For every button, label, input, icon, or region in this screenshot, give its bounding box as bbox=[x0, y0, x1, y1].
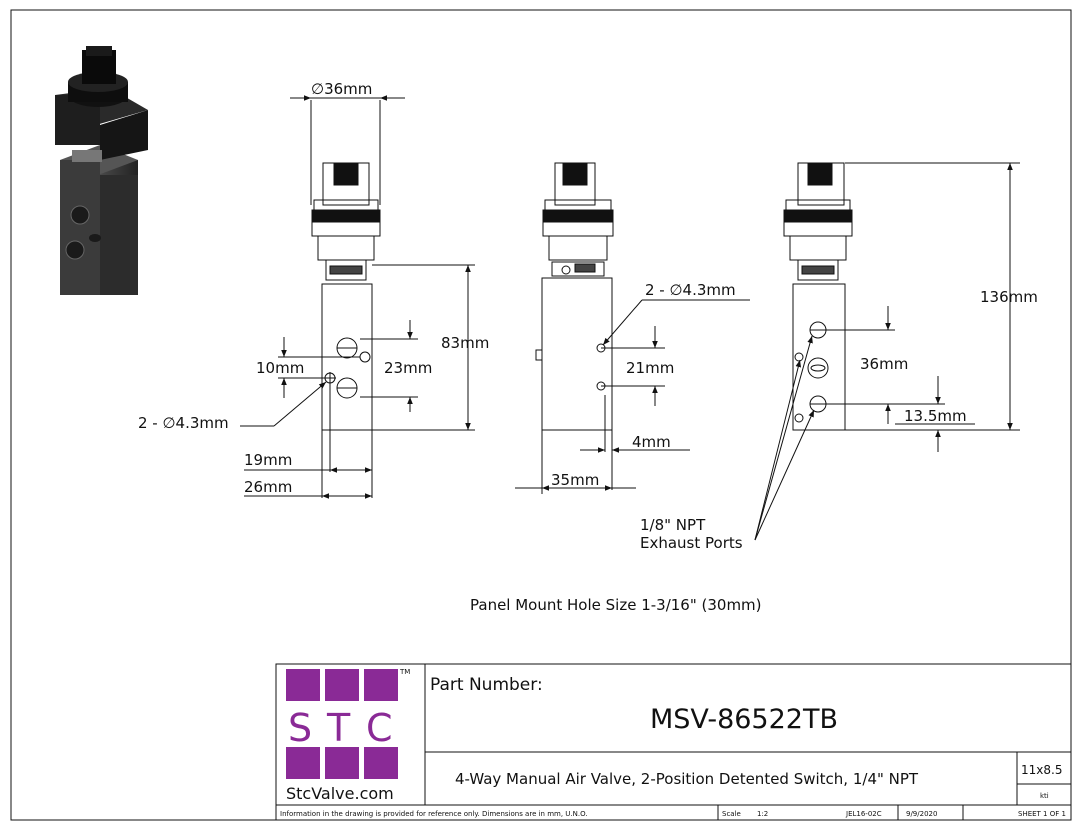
label-front-hole-spacing: 23mm bbox=[384, 359, 432, 377]
drawn-by: kti bbox=[1040, 792, 1049, 800]
front-view-dimensions bbox=[240, 95, 475, 499]
logo-letter-t: T bbox=[326, 706, 351, 750]
part-description: 4-Way Manual Air Valve, 2-Position Deten… bbox=[455, 770, 919, 788]
stc-logo: S T C TM StcValve.com bbox=[286, 668, 410, 803]
label-front-offset: 10mm bbox=[256, 359, 304, 377]
part-number: MSV-86522TB bbox=[650, 704, 838, 735]
right-view-dimensions bbox=[754, 162, 1020, 541]
right-view-labels: 136mm 36mm 13.5mm 1/8" NPT Exhaust Ports bbox=[640, 288, 1038, 552]
side-view-dimensions bbox=[515, 299, 750, 494]
scale-label: Scale bbox=[722, 810, 741, 818]
sheet-size: 11x8.5 bbox=[1021, 763, 1062, 777]
label-side-holes: 2 - ∅4.3mm bbox=[645, 281, 736, 299]
label-side-width: 35mm bbox=[551, 471, 599, 489]
panel-mount-note: Panel Mount Hole Size 1-3/16" (30mm) bbox=[470, 596, 762, 614]
website-label: StcValve.com bbox=[286, 784, 394, 803]
label-exhaust-line1: 1/8" NPT bbox=[640, 516, 706, 534]
scale-value: 1:2 bbox=[757, 810, 768, 818]
part-number-label: Part Number: bbox=[430, 675, 543, 695]
valve-render-image bbox=[55, 46, 148, 295]
label-side-hole-spacing: 21mm bbox=[626, 359, 674, 377]
label-top-diameter: ∅36mm bbox=[311, 80, 372, 98]
info-note: Information in the drawing is provided f… bbox=[280, 810, 588, 818]
front-view bbox=[311, 162, 381, 431]
side-view bbox=[535, 162, 614, 431]
title-block bbox=[275, 663, 1072, 821]
drawing-date: 9/9/2020 bbox=[906, 810, 937, 818]
label-right-bottom-offset: 13.5mm bbox=[904, 407, 967, 425]
front-view-labels: ∅36mm 83mm 23mm 10mm 2 - ∅4.3mm 19mm 26m… bbox=[138, 80, 489, 496]
label-front-height: 83mm bbox=[441, 334, 489, 352]
title-block-text: Part Number: MSV-86522TB 4-Way Manual Ai… bbox=[280, 675, 1066, 818]
label-front-width: 26mm bbox=[244, 478, 292, 496]
logo-trademark: TM bbox=[399, 668, 410, 676]
label-side-offset: 4mm bbox=[632, 433, 671, 451]
right-view bbox=[783, 162, 853, 431]
label-front-width-inner: 19mm bbox=[244, 451, 292, 469]
label-right-height: 136mm bbox=[980, 288, 1038, 306]
logo-letter-s: S bbox=[288, 706, 312, 750]
label-right-port-spacing: 36mm bbox=[860, 355, 908, 373]
drawing-id: JEL16-02C bbox=[845, 810, 882, 818]
logo-letter-c: C bbox=[366, 706, 393, 750]
label-exhaust-line2: Exhaust Ports bbox=[640, 534, 743, 552]
label-front-holes: 2 - ∅4.3mm bbox=[138, 414, 229, 432]
sheet-number: SHEET 1 OF 1 bbox=[1018, 810, 1066, 818]
side-view-labels: 2 - ∅4.3mm 21mm 4mm 35mm bbox=[551, 281, 736, 489]
